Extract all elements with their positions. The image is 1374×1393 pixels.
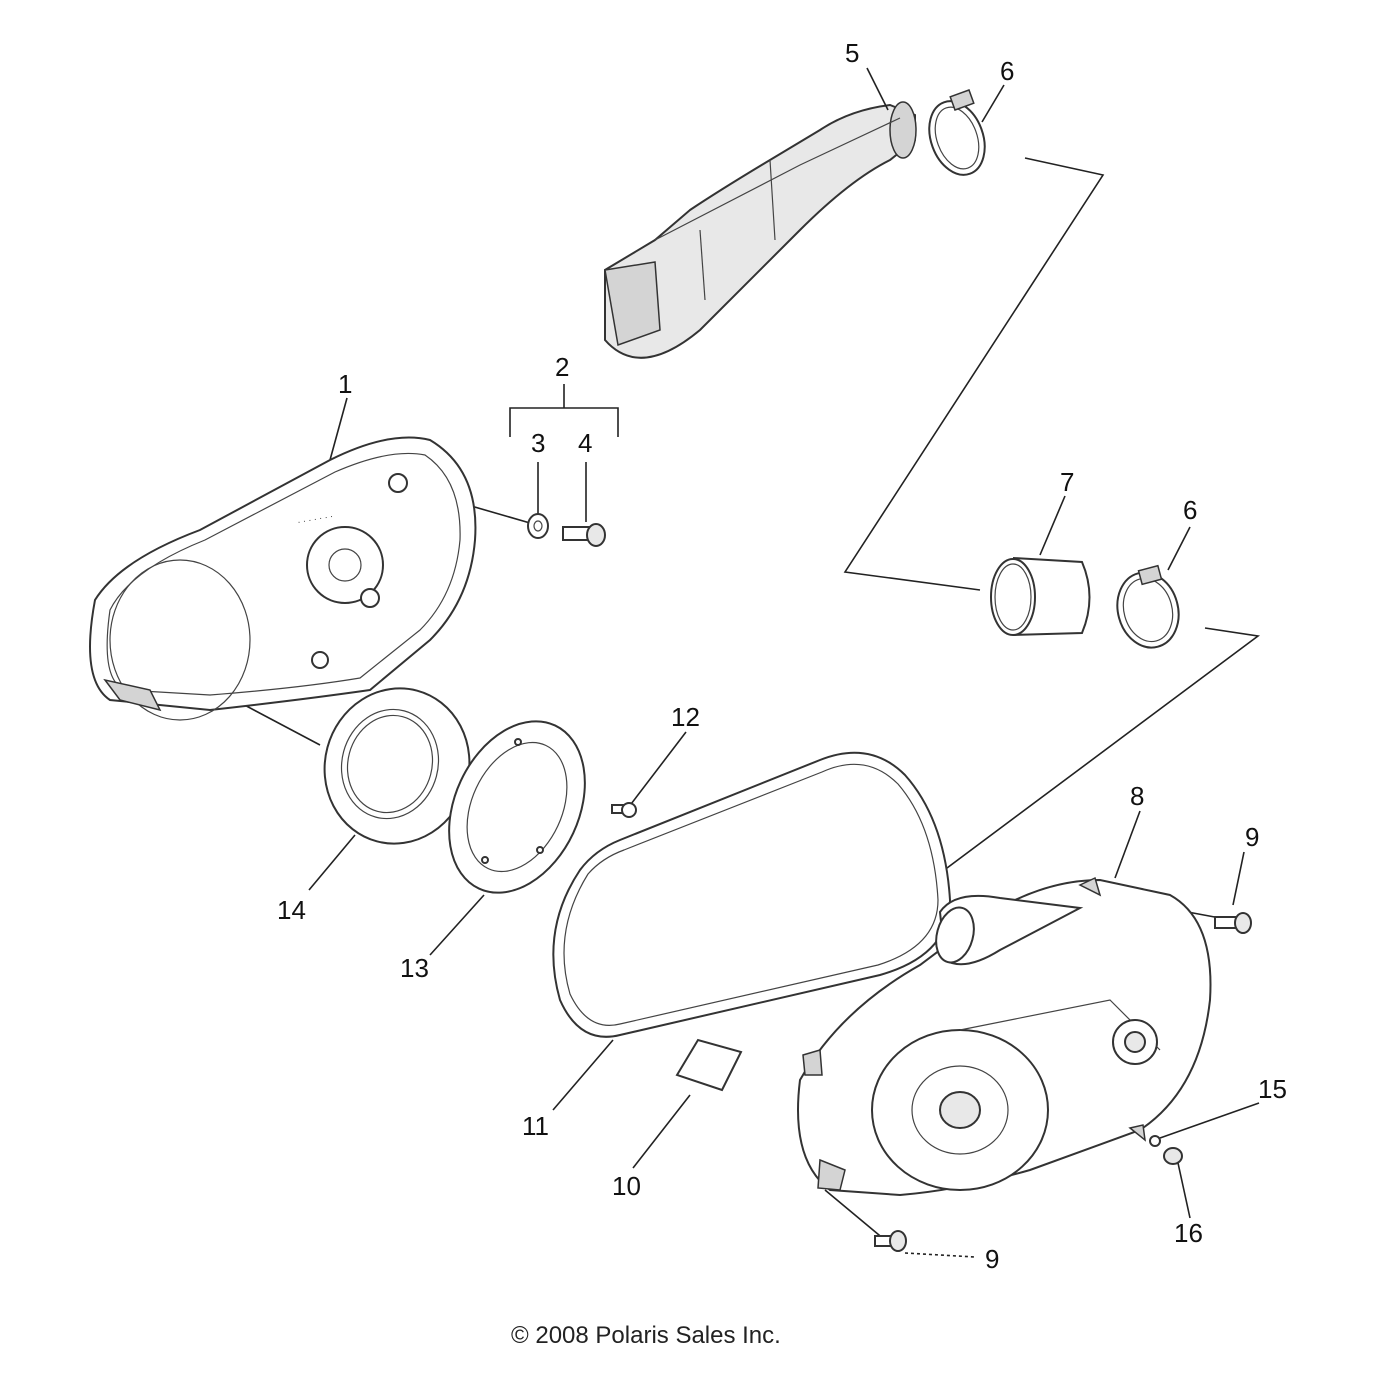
washer[interactable]: [527, 513, 549, 539]
callout-13: 13: [400, 953, 429, 983]
callout-5: 5: [845, 38, 859, 68]
decal[interactable]: [675, 1038, 743, 1092]
callout-15: 15: [1258, 1074, 1287, 1104]
intake-duct[interactable]: [604, 101, 917, 359]
hose-clamp-top[interactable]: [920, 89, 995, 183]
screw[interactable]: [611, 802, 637, 818]
drain-plug[interactable]: [1163, 1147, 1183, 1165]
o-ring[interactable]: [1149, 1135, 1161, 1147]
callout-8: 8: [1130, 781, 1144, 811]
hose-clamp-middle[interactable]: [1109, 564, 1187, 655]
callout-9-upper: 9: [1245, 822, 1259, 852]
copyright-text: © 2008 Polaris Sales Inc.: [511, 1322, 781, 1349]
callout-4: 4: [578, 428, 592, 458]
retainer-plate[interactable]: [423, 699, 611, 915]
callout-labels: 1 2 3 4 5 6 7 6 12 14 13 8 9 11 10 15 16…: [277, 38, 1287, 1274]
callout-11: 11: [522, 1111, 549, 1141]
callout-6-top: 6: [1000, 56, 1014, 86]
callout-2: 2: [555, 352, 569, 382]
callout-9-lower: 9: [985, 1244, 999, 1274]
bolt-lower[interactable]: [874, 1230, 907, 1252]
callout-10: 10: [612, 1171, 641, 1201]
callout-16: 16: [1174, 1218, 1203, 1248]
callout-14: 14: [277, 895, 306, 925]
seal-ring[interactable]: [307, 672, 486, 860]
duct-coupler[interactable]: [990, 557, 1091, 636]
inner-clutch-cover[interactable]: · · · · · · ·: [89, 436, 477, 721]
callout-12: 12: [671, 702, 700, 732]
bolt[interactable]: [562, 523, 606, 547]
bolt-upper[interactable]: [1214, 912, 1252, 934]
outer-clutch-cover[interactable]: [797, 876, 1212, 1197]
callout-7: 7: [1060, 467, 1074, 497]
callout-1: 1: [338, 369, 352, 399]
callout-6-middle: 6: [1183, 495, 1197, 525]
callout-3: 3: [531, 428, 545, 458]
